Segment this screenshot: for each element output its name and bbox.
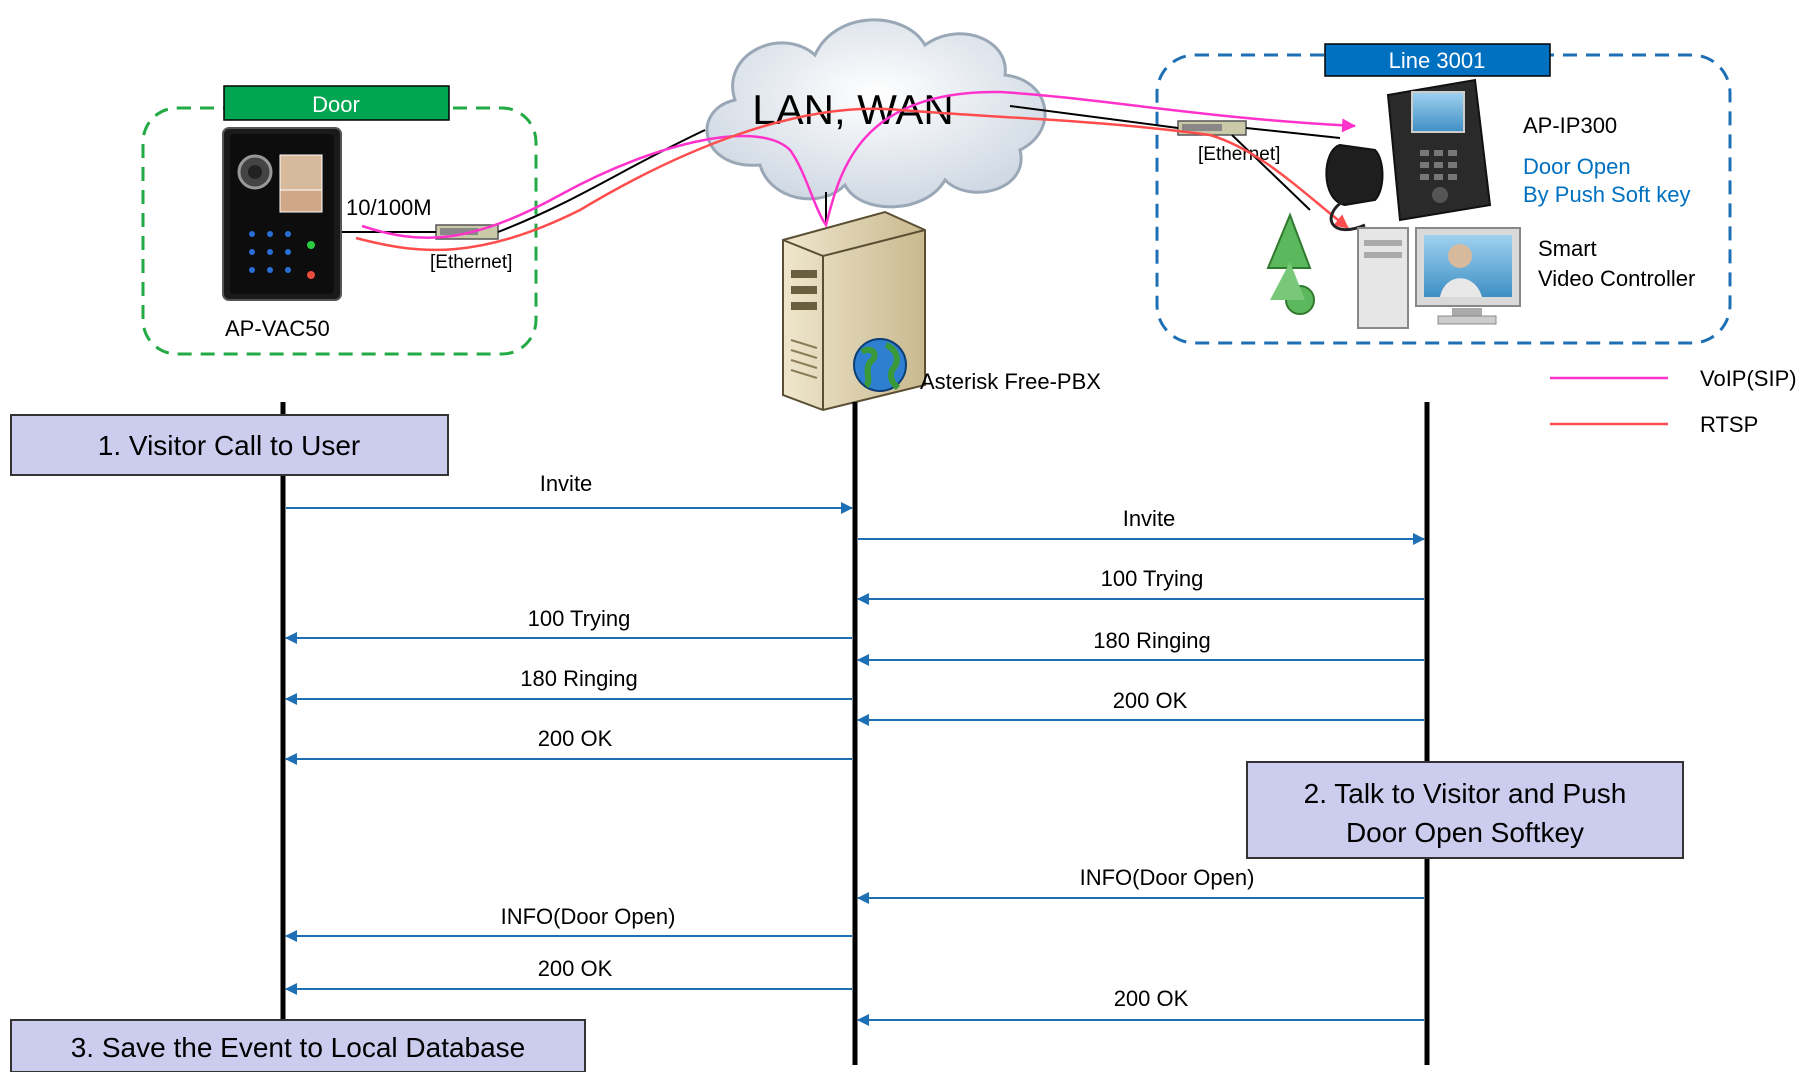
cable-right-phone: [1245, 127, 1341, 139]
step3-label: 3. Save the Event to Local Database: [71, 1032, 526, 1063]
server-label: Asterisk Free-PBX: [920, 369, 1101, 394]
message-3-label: 100 Trying: [1101, 566, 1204, 591]
controller-label-line2: Video Controller: [1538, 266, 1695, 291]
step2-label-line1: 2. Talk to Visitor and Push: [1304, 778, 1627, 809]
voip-sip-path: [361, 90, 1356, 239]
message-4-label: 100 Trying: [528, 606, 631, 631]
legend-label-voip: VoIP(SIP): [1700, 366, 1797, 391]
door-device-label: AP-VAC50: [225, 316, 330, 341]
step1-label: 1. Visitor Call to User: [98, 430, 360, 461]
step3-box: [10, 1019, 586, 1072]
message-4: 100 Trying: [285, 606, 852, 644]
cable-left-cloud: [497, 129, 706, 233]
message-5-label: 180 Ringing: [1093, 628, 1210, 653]
message-12-label: 200 OK: [1114, 986, 1189, 1011]
controller-label-line1: Smart: [1538, 236, 1597, 261]
message-9: INFO(Door Open): [857, 865, 1424, 904]
message-5: 180 Ringing: [857, 628, 1424, 666]
speed-label: 10/100M: [346, 195, 432, 220]
line-header-label: Line 3001: [1389, 48, 1486, 73]
rtsp-path: [355, 107, 1349, 252]
message-10-label: INFO(Door Open): [501, 904, 676, 929]
message-9-label: INFO(Door Open): [1080, 865, 1255, 890]
message-10: INFO(Door Open): [285, 904, 852, 942]
message-2-label: Invite: [1123, 506, 1176, 531]
cloud-icon: [705, 18, 1047, 209]
phone-note-line2: By Push Soft key: [1523, 182, 1691, 207]
message-1-label: Invite: [540, 471, 593, 496]
message-8-label: 200 OK: [538, 726, 613, 751]
server-icon: [782, 210, 926, 412]
message-7-label: 200 OK: [1113, 688, 1188, 713]
message-7: 200 OK: [857, 688, 1424, 726]
step1-box: [10, 414, 449, 476]
message-8: 200 OK: [285, 726, 852, 765]
message-11-label: 200 OK: [538, 956, 613, 981]
message-11: 200 OK: [285, 956, 852, 995]
message-2: Invite: [858, 506, 1425, 545]
phone-device-label: AP-IP300: [1523, 113, 1617, 138]
message-6-label: 180 Ringing: [520, 666, 637, 691]
ip-phone-icon: [1325, 78, 1492, 232]
legend-label-rtsp: RTSP: [1700, 412, 1758, 437]
line-header-bar: [1324, 43, 1551, 77]
step2-box: [1246, 761, 1684, 859]
legend: VoIP(SIP) RTSP: [1550, 366, 1797, 437]
cable-right-pc: [1231, 134, 1311, 211]
message-12: 200 OK: [857, 986, 1424, 1026]
door-header-label: Door: [312, 92, 360, 117]
video-controller-icon: [1266, 212, 1521, 329]
cable-cloud-right: [1009, 105, 1179, 129]
door-header-bar: [223, 85, 450, 121]
phone-note-line1: Door Open: [1523, 154, 1631, 179]
message-3: 100 Trying: [857, 566, 1424, 605]
ethernet-left-label: [Ethernet]: [430, 252, 512, 273]
message-6: 180 Ringing: [285, 666, 852, 705]
step2-label-line2: Door Open Softkey: [1346, 817, 1584, 848]
door-device-icon: [222, 127, 342, 301]
message-1: Invite: [286, 471, 853, 514]
